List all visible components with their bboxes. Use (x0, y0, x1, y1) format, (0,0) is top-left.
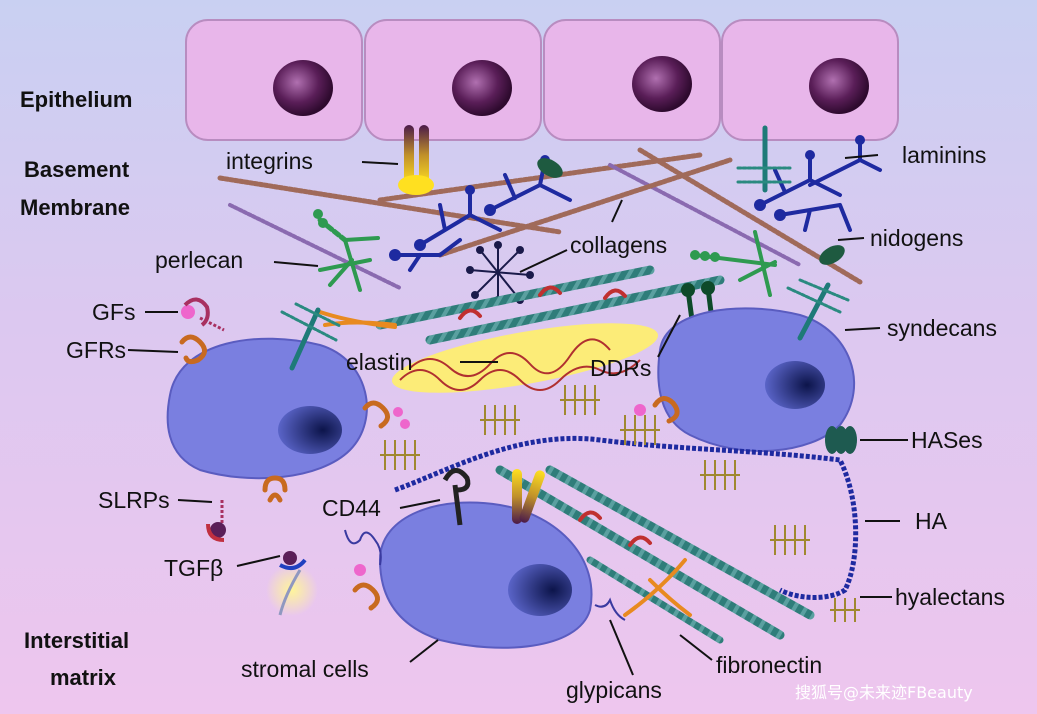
glypicans (344, 529, 626, 621)
elastin (391, 323, 659, 393)
epithelial-cell (185, 19, 363, 141)
collagen-network (469, 245, 531, 301)
laminins (393, 138, 882, 272)
epithelial-cells (185, 19, 899, 141)
fibronectin-top (318, 310, 397, 329)
label-interstitial-line2: matrix (50, 665, 117, 690)
integrin-bottom (512, 469, 545, 524)
label-hases: HASes (911, 427, 983, 453)
nucleus (452, 60, 512, 116)
label-tgfb: TGFβ (164, 555, 223, 581)
stromal-cell-bottom (378, 501, 593, 649)
watermark: 搜狐号@未来迹FBeauty (795, 683, 973, 702)
label-gfs: GFs (92, 299, 135, 325)
epithelial-cell (364, 19, 542, 141)
cd44 (442, 468, 471, 526)
epithelial-cell (543, 19, 721, 141)
leader-lines (127, 154, 908, 676)
label-basement-line2: Membrane (20, 195, 130, 220)
label-ha: HA (915, 508, 948, 534)
label-interstitial-line1: Interstitial (24, 628, 129, 653)
perlecan-beads (313, 209, 720, 262)
tgfb (266, 551, 318, 616)
label-collagens: collagens (570, 232, 667, 258)
ha-chain (394, 436, 859, 600)
label-slrps: SLRPs (98, 487, 170, 513)
stromal-cell-right (657, 307, 856, 452)
label-syndecans: syndecans (887, 315, 997, 341)
growth-factor-receptors (179, 334, 680, 611)
label-basement-line1: Basement (24, 157, 130, 182)
nucleus (632, 56, 692, 112)
label-stromal-cells: stromal cells (241, 656, 369, 682)
label-hyalectans: hyalectans (895, 584, 1005, 610)
nucleus (273, 60, 333, 116)
label-ddrs: DDRs (590, 355, 651, 381)
slrps (206, 500, 226, 542)
growth-factors (181, 297, 646, 576)
interstitial-collagens (375, 265, 815, 644)
label-elastin: elastin (346, 349, 412, 375)
label-nidogens: nidogens (870, 225, 963, 251)
label-gfrs: GFRs (66, 337, 126, 363)
nidogen (537, 158, 563, 178)
fibronectin-bottom (623, 558, 692, 617)
nidogen (819, 245, 845, 265)
label-glypicans: glypicans (566, 677, 662, 703)
stromal-cell-left (166, 337, 368, 480)
hyalectans (380, 385, 860, 622)
label-laminins: laminins (902, 142, 986, 168)
label-epithelium: Epithelium (20, 87, 132, 112)
label-integrins: integrins (226, 148, 313, 174)
label-fibronectin: fibronectin (716, 652, 822, 678)
syndecans (280, 125, 850, 371)
label-perlecan: perlecan (155, 247, 243, 273)
integrin-top (398, 125, 434, 195)
collagen-binding-proteins (458, 285, 652, 547)
label-cd44: CD44 (322, 495, 381, 521)
nucleus (809, 58, 869, 114)
hases (825, 426, 857, 454)
